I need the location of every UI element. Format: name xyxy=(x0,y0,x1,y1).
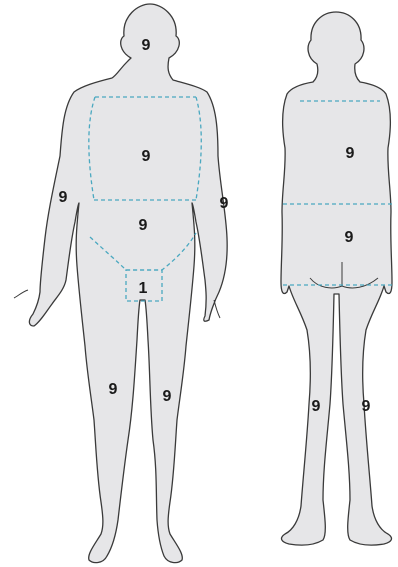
back-body-outline xyxy=(281,12,392,545)
front-head-label: 9 xyxy=(142,37,151,54)
front-left-arm-label: 9 xyxy=(220,195,229,212)
front-abdomen-label: 9 xyxy=(139,217,148,234)
back-upper-back-label: 9 xyxy=(346,145,355,162)
front-right-hand-detail xyxy=(14,290,28,298)
front-left-hand-detail xyxy=(214,300,220,318)
back-left-leg-label: 9 xyxy=(362,398,371,415)
front-genital-label: 1 xyxy=(139,280,148,297)
front-right-leg-label: 9 xyxy=(109,381,118,398)
front-chest-label: 9 xyxy=(142,148,151,165)
back-figure: 9 9 9 9 xyxy=(281,12,392,545)
back-right-leg-label: 9 xyxy=(312,398,321,415)
front-right-arm-label: 9 xyxy=(59,189,68,206)
front-body-outline xyxy=(29,4,227,563)
back-lower-back-label: 9 xyxy=(345,229,354,246)
front-left-leg-label: 9 xyxy=(163,388,172,405)
front-figure: 9 9 9 9 9 1 9 9 xyxy=(14,4,229,563)
